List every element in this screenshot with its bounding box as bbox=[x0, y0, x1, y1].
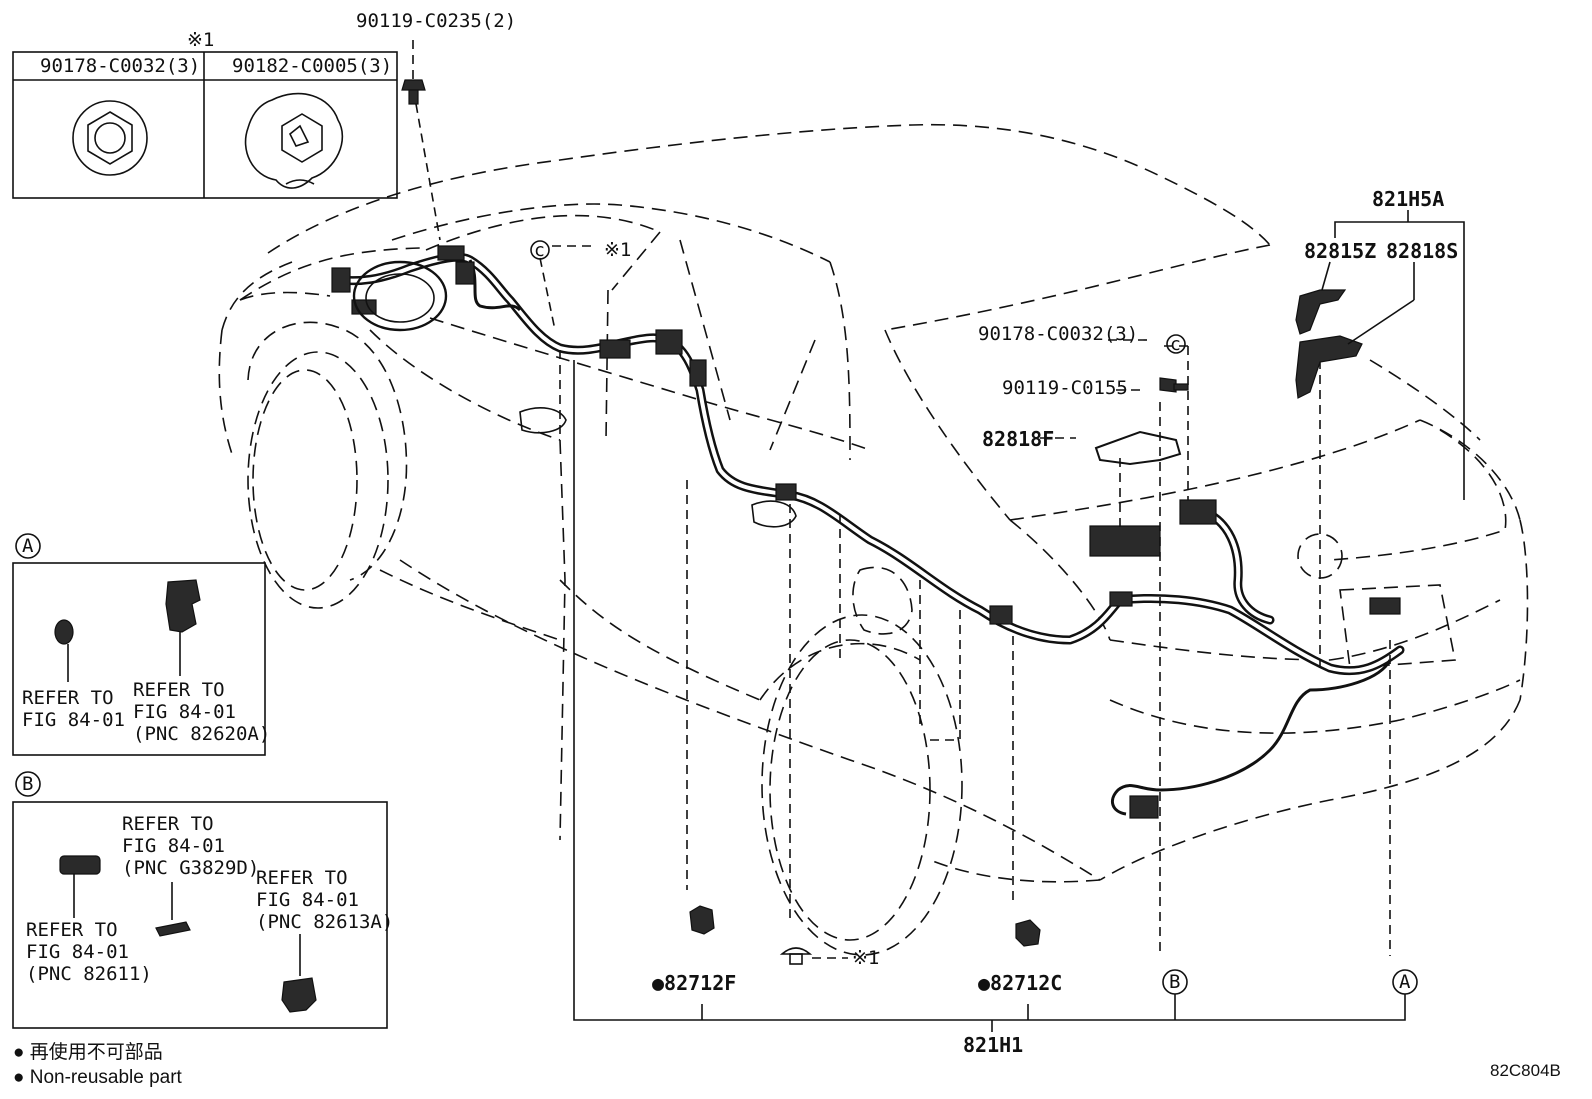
label-82818f: 82818F bbox=[982, 427, 1054, 451]
label-821h1: 821H1 bbox=[963, 1033, 1023, 1057]
leaders bbox=[412, 40, 1391, 956]
label-bottom-clip-mark: ※1 bbox=[852, 947, 879, 969]
inset-b-box bbox=[12, 801, 388, 1029]
label-roof-clip-mark: ※1 bbox=[604, 239, 631, 261]
svg-text:c: c bbox=[534, 240, 545, 261]
inset-b-ref3-line1: REFER TO bbox=[26, 919, 118, 941]
bolt-icon bbox=[401, 79, 426, 105]
clip-82712f bbox=[689, 905, 715, 935]
rear-sensor-connector bbox=[1129, 795, 1159, 819]
fastener-table bbox=[12, 51, 398, 199]
figure-code: 82C804B bbox=[1490, 1061, 1561, 1080]
legend: ● 再使用不可部品 ● Non-reusable part bbox=[13, 1041, 183, 1088]
bolt-icon-2 bbox=[1159, 377, 1189, 393]
clip-82712c bbox=[1015, 919, 1041, 947]
inset-b-ref1-line3: (PNC G3829D) bbox=[122, 857, 259, 879]
rear-junction-connector bbox=[1089, 525, 1161, 557]
inset-mark: ※1 bbox=[187, 29, 214, 51]
label-82712c: ●82712C bbox=[978, 971, 1062, 995]
inset-b-ref2-line3: (PNC 82613A) bbox=[256, 911, 393, 933]
nut-icon: c bbox=[1166, 334, 1186, 355]
grommet-icon bbox=[54, 619, 74, 645]
front-connector bbox=[331, 267, 351, 293]
inset-b-ref2-line1: REFER TO bbox=[256, 867, 348, 889]
clip-nut-icon bbox=[244, 92, 344, 189]
inset-b-marker: B bbox=[22, 773, 33, 795]
inset-b-ref2-line2: FIG 84-01 bbox=[256, 889, 359, 911]
svg-text:c: c bbox=[1170, 334, 1181, 355]
connector-icon bbox=[165, 579, 201, 633]
label-90119-c0155: 90119-C0155 bbox=[1002, 377, 1128, 399]
bracket-82818s bbox=[1295, 335, 1363, 399]
clip-icon: c bbox=[530, 240, 550, 261]
inset-a-ref1-line2: FIG 84-01 bbox=[22, 709, 125, 731]
label-90178: 90178-C0032(3) bbox=[978, 323, 1138, 345]
inset-a-box bbox=[12, 562, 266, 756]
camera-module-icon bbox=[281, 977, 317, 1013]
bracket-82815z bbox=[1295, 289, 1347, 335]
label-821h5a: 821H5A bbox=[1372, 187, 1444, 211]
label-82712f: ●82712F bbox=[652, 971, 736, 995]
switch-icon bbox=[59, 855, 101, 875]
inset-b-ref3-line3: (PNC 82611) bbox=[26, 963, 152, 985]
inset-label-nut: 90178-C0032(3) bbox=[40, 55, 200, 77]
parts: c c bbox=[401, 79, 1363, 965]
inset-a-ref2-line1: REFER TO bbox=[133, 679, 225, 701]
sensor-strip-icon bbox=[155, 921, 191, 937]
inset-b: B REFER TO FIG 84-01 (PNC G3829D) REFER … bbox=[12, 771, 393, 1029]
inset-b-ref1-line1: REFER TO bbox=[122, 813, 214, 835]
label-ref-b: B bbox=[1169, 971, 1180, 993]
inset-a: A REFER TO FIG 84-01 REFER TO FIG 84-01 … bbox=[12, 533, 270, 756]
inset-b-ref3-line2: FIG 84-01 bbox=[26, 941, 129, 963]
callout-labels: 90119-C0235(2) ※1 821H5A 82815Z 82818S 9… bbox=[356, 10, 1465, 1057]
inset-a-marker: A bbox=[22, 535, 34, 557]
label-82815z: 82815Z bbox=[1304, 239, 1376, 263]
fastener-inset: ※1 90178-C0032(3) 90182-C0005(3) bbox=[12, 29, 398, 199]
inset-b-ref1-line2: FIG 84-01 bbox=[122, 835, 225, 857]
legend-en: ● Non-reusable part bbox=[13, 1067, 183, 1088]
label-top-bolt: 90119-C0235(2) bbox=[356, 10, 516, 32]
inset-label-clip-nut: 90182-C0005(3) bbox=[232, 55, 392, 77]
bracket-82818f bbox=[1094, 430, 1182, 466]
inset-a-ref1-line1: REFER TO bbox=[22, 687, 114, 709]
legend-jp: ● 再使用不可部品 bbox=[13, 1041, 163, 1063]
label-ref-a: A bbox=[1399, 971, 1411, 993]
push-clip-icon bbox=[779, 947, 813, 965]
wire-harness bbox=[331, 245, 1405, 819]
inset-a-ref2-line2: FIG 84-01 bbox=[133, 701, 236, 723]
vehicle-outline bbox=[218, 123, 1529, 956]
label-82818s: 82818S bbox=[1386, 239, 1458, 263]
hex-nut-icon bbox=[72, 100, 148, 176]
inset-a-ref2-line3: (PNC 82620A) bbox=[133, 723, 270, 745]
